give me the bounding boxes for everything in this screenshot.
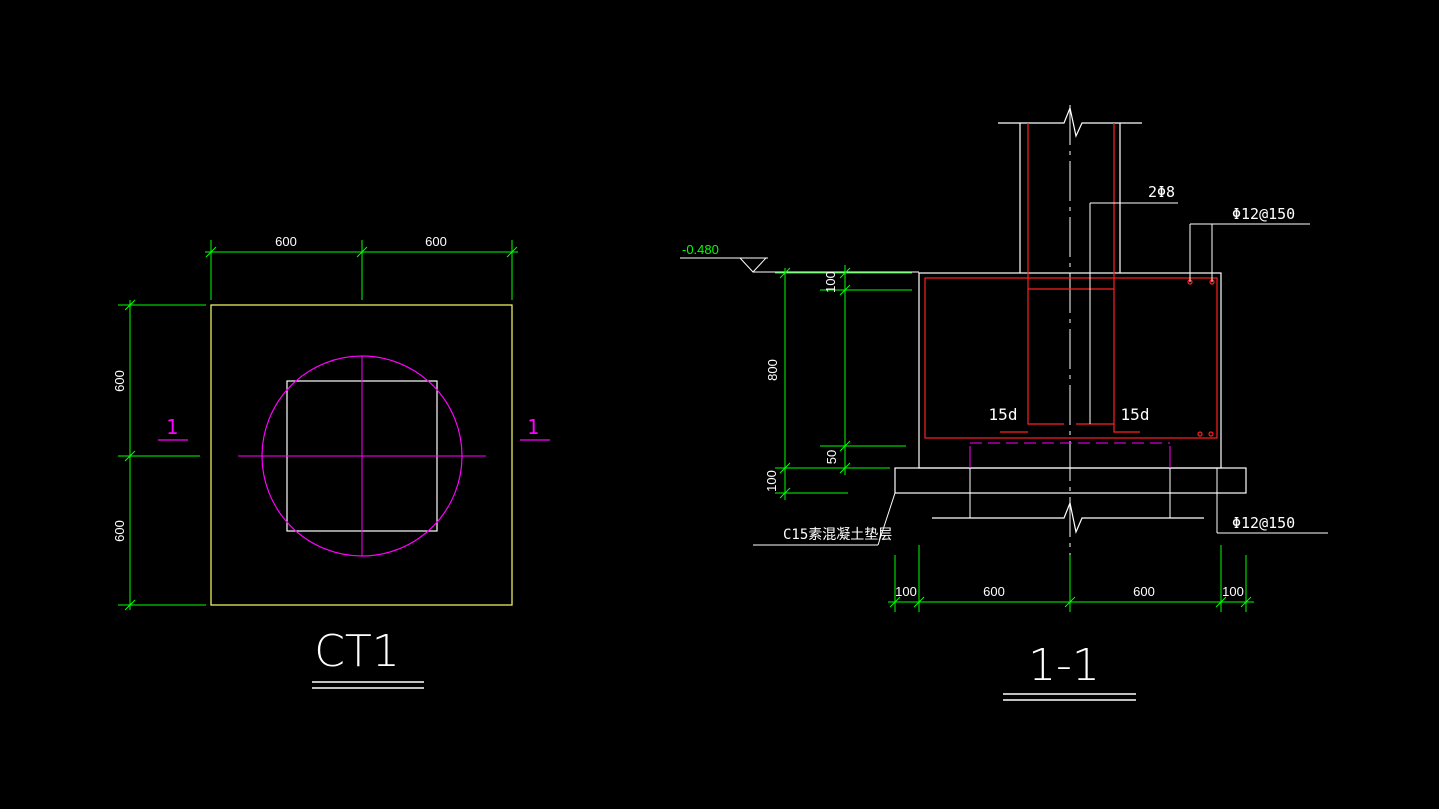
rebar-cage bbox=[924, 123, 1218, 439]
rebar-bottom-leader bbox=[1216, 468, 1328, 534]
cushion-leader bbox=[753, 492, 896, 546]
section-dim-left-main: 800 bbox=[765, 359, 780, 381]
rebar-top-leader bbox=[1189, 223, 1310, 282]
section-dim-left-50: 50 bbox=[824, 450, 839, 464]
rebar-column-label: 2Φ8 bbox=[1148, 183, 1175, 201]
section-view-1-1: 2Φ8 Φ12@150 Φ12@150 15d 15d -0.480 bbox=[680, 105, 1328, 701]
elevation-marker bbox=[680, 257, 919, 273]
plan-title: CT1 bbox=[314, 626, 400, 677]
section-dim-bottom-1: 100 bbox=[895, 584, 917, 599]
section-dim-bottom-2: 600 bbox=[983, 584, 1005, 599]
column-outline bbox=[998, 105, 1142, 273]
cushion-layer bbox=[894, 467, 1247, 494]
anchor-right-label: 15d bbox=[1121, 405, 1150, 424]
section-mark-right-label: 1 bbox=[527, 415, 539, 439]
section-mark-left-label: 1 bbox=[166, 415, 178, 439]
plan-left-dimension bbox=[118, 299, 206, 611]
section-mark-left: 1 bbox=[158, 415, 188, 441]
section-dim-left-bottom: 100 bbox=[764, 470, 779, 492]
rebar-top-label: Φ12@150 bbox=[1232, 205, 1295, 223]
cushion-label: C15素混凝土垫层 bbox=[783, 527, 892, 543]
plan-dim-left-upper: 600 bbox=[112, 370, 127, 392]
pile-cap-outline bbox=[210, 304, 513, 606]
section-dim-bottom-4: 100 bbox=[1222, 584, 1244, 599]
plan-dim-top-left: 600 bbox=[275, 234, 297, 249]
elevation-label: -0.480 bbox=[682, 242, 719, 257]
section-mark-right: 1 bbox=[520, 415, 550, 441]
pile-section bbox=[932, 442, 1204, 534]
section-bottom-dimension bbox=[888, 545, 1254, 612]
plan-dim-top-right: 600 bbox=[425, 234, 447, 249]
section-left-dimension bbox=[775, 265, 912, 500]
plan-dim-left-lower: 600 bbox=[112, 520, 127, 542]
rebar-bottom-label: Φ12@150 bbox=[1232, 514, 1295, 532]
plan-view-ct1: 600 600 600 600 1 1 CT1 bbox=[112, 234, 550, 689]
plan-top-dimension bbox=[205, 240, 518, 300]
section-dim-bottom-3: 600 bbox=[1133, 584, 1155, 599]
section-dim-left-top: 100 bbox=[823, 271, 838, 293]
rebar-column-leader bbox=[1089, 202, 1178, 424]
section-title: 1-1 bbox=[1028, 640, 1100, 691]
anchor-left-label: 15d bbox=[989, 405, 1018, 424]
